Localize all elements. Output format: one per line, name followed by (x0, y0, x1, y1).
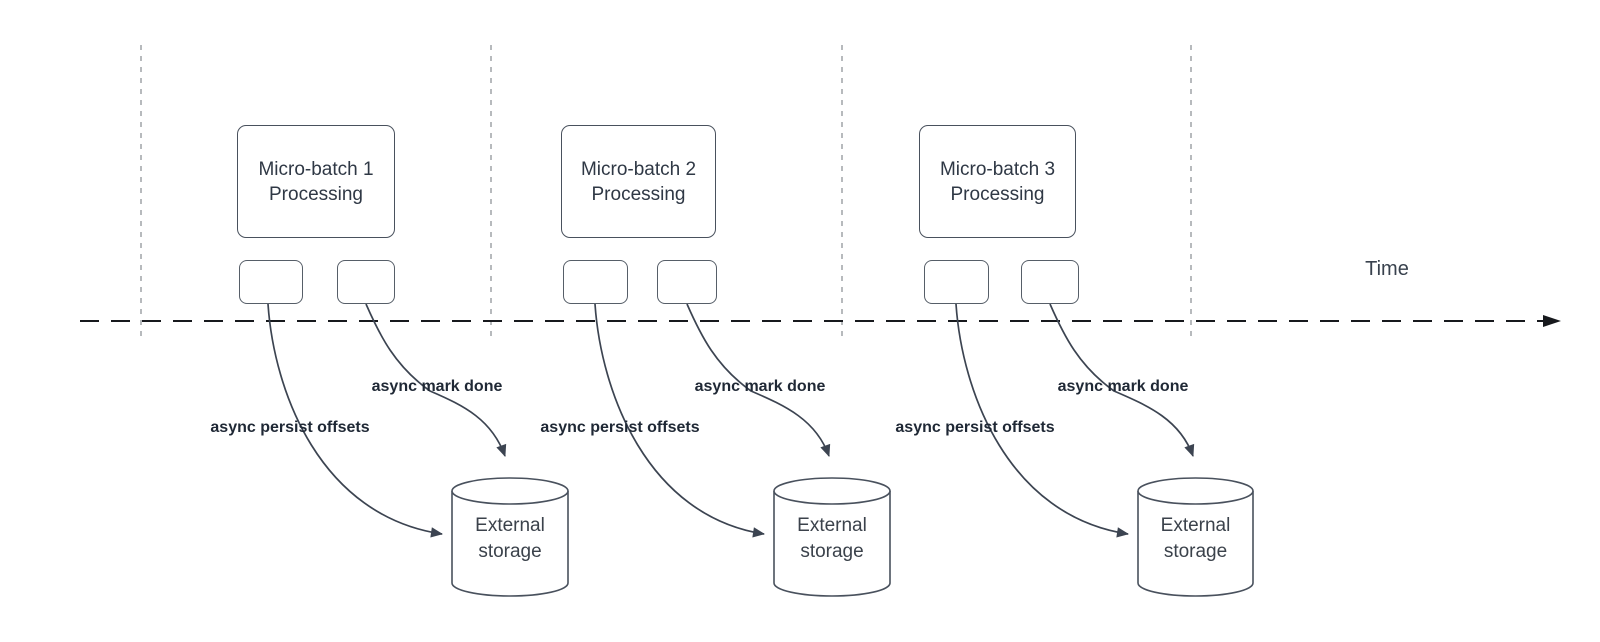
time-axis-label: Time (1365, 258, 1409, 280)
microbatch-3-title-line1: Micro-batch 3 (939, 158, 1056, 180)
microbatch-1-box: Micro-batch 1 Processing (237, 125, 395, 238)
persist-offsets-label-3: async persist offsets (895, 419, 1055, 436)
microbatch-2-title-line2: Processing (591, 183, 686, 205)
persist-offsets-label-1: async persist offsets (210, 419, 370, 436)
microbatch-3-task-left (924, 260, 989, 304)
microbatch-2-task-right (657, 260, 717, 304)
microbatch-1-title-line1: Micro-batch 1 (258, 158, 374, 180)
mark-done-arrow-3 (1049, 303, 1195, 457)
persist-offsets-arrow-1 (267, 303, 443, 538)
microbatch-2-box: Micro-batch 2 Processing (561, 125, 716, 238)
persist-offsets-arrow-3 (955, 303, 1129, 538)
external-storage-3: External storage (1137, 477, 1254, 597)
external-storage-1: External storage (451, 477, 569, 597)
mark-done-label-3: async mark done (1057, 378, 1189, 395)
microbatch-3-title-line2: Processing (950, 183, 1045, 205)
storage-2-line2: storage (800, 541, 864, 562)
external-storage-3-label: External storage (1137, 513, 1254, 565)
microbatch-1-task-right (337, 260, 395, 304)
mark-done-arrow-2 (686, 303, 831, 457)
microbatch-2-task-left (563, 260, 628, 304)
external-storage-2: External storage (773, 477, 891, 597)
microbatch-2-title-line1: Micro-batch 2 (580, 158, 697, 180)
microbatch-3-task-right (1021, 260, 1079, 304)
microbatch-3-box: Micro-batch 3 Processing (919, 125, 1076, 238)
microbatch-1-task-left (239, 260, 303, 304)
storage-1-line1: External (475, 515, 545, 536)
cylinder-icon (773, 477, 891, 597)
storage-1-line2: storage (478, 541, 542, 562)
cylinder-icon (1137, 477, 1254, 597)
microbatch-1-title-line2: Processing (269, 183, 363, 205)
storage-3-line1: External (1160, 515, 1231, 536)
persist-offsets-arrow-2 (594, 303, 765, 538)
external-storage-2-label: External storage (773, 513, 891, 565)
storage-3-line2: storage (1163, 541, 1228, 562)
mark-done-label-1: async mark done (371, 378, 503, 395)
mark-done-label-2: async mark done (694, 378, 826, 395)
external-storage-1-label: External storage (451, 513, 569, 565)
cylinder-icon (451, 477, 569, 597)
storage-2-line1: External (797, 515, 867, 536)
persist-offsets-label-2: async persist offsets (540, 419, 700, 436)
mark-done-arrow-1 (365, 303, 507, 457)
